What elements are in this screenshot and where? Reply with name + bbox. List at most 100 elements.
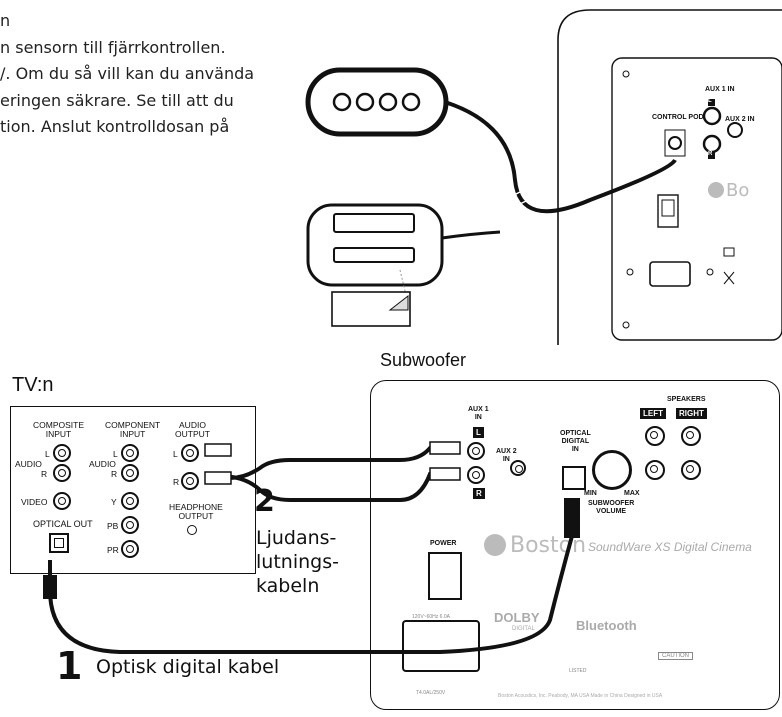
rca-plug [204,471,232,485]
aux1-r-jack [467,466,485,484]
audio-out-r-label: R [173,477,180,487]
min-label: MIN [584,490,597,497]
subwoofer-outline [557,9,782,345]
y-jack [121,492,139,510]
pb-jack [121,516,139,534]
step-2-number: 2 [254,484,275,519]
audio-cable-label-line: lutnings- [256,551,339,573]
video-label: VIDEO [21,497,48,507]
intro-line: n [0,11,11,30]
audio-cable-label-line: Ljudans- [256,527,337,549]
audio-out-l-label: L [173,449,178,459]
pr-jack [121,540,139,558]
component-input-label: COMPONENT INPUT [105,420,161,439]
footer-text: Boston Acoustics, Inc. Peabody, MA USA M… [498,693,663,699]
pod-cable [437,98,677,214]
composite-r-jack [53,464,71,482]
power-rating: 120V~60Hz 6.0A [412,614,450,620]
boston-logo-icon [708,182,724,198]
power-inlet [649,261,691,287]
composite-l-label: L [45,449,50,459]
control-pod-illustration [305,9,782,345]
boston-logo-icon [484,534,506,556]
max-label: MAX [624,490,640,497]
pb-label: PB [107,521,119,531]
pod-button-icon [401,92,421,112]
intro-line: /. Om du så vill kan du använda [0,64,255,83]
aux2-jack [510,460,526,476]
optical-out-port [49,533,69,553]
composite-input-label: COMPOSITE INPUT [33,420,85,439]
tv-rear-panel: COMPOSITE INPUT COMPONENT INPUT AUDIO OU… [10,406,256,574]
optical-plug [43,575,57,599]
rca-plug [429,441,461,455]
left-badge: LEFT [640,408,666,419]
control-pod-label: CONTROL POD [652,114,704,121]
speaker-right-neg-jack [681,460,701,480]
optical-in-port [562,466,586,490]
top-aux-r-label: R [708,151,713,157]
y-label: Y [111,497,117,507]
headphone-output-label: HEADPHONE OUTPUT [169,502,223,521]
speaker-right-pos-jack [681,426,701,446]
headphone-jack [187,525,197,535]
component-l-jack [121,444,139,462]
subwoofer-title: Subwoofer [380,350,467,370]
pod-button-icon [355,92,375,112]
aux1-l-jack [467,442,485,460]
screw-icon [622,70,630,78]
pr-label: PR [107,545,119,555]
listed-label: LISTED [569,668,587,674]
optical-digital-in-label: OPTICAL DIGITAL IN [560,430,591,453]
volume-knob [592,450,632,490]
speakers-label: SPEAKERS [667,396,706,403]
rca-cable [220,446,440,480]
top-aux1-label: AUX 1 IN [705,86,735,93]
aux2-label: AUX 2 IN [496,448,517,463]
audio-out-r-jack [181,472,199,490]
intro-line: n sensorn till fjärrkontrollen. [0,37,226,57]
product-name: SoundWare XS Digital Cinema [588,540,752,554]
dolby-sub: DIGITAL [512,626,535,632]
intro-line: eringen säkrare. Se till att du [0,90,234,110]
speaker-left-neg-jack [645,460,665,480]
optical-out-label: OPTICAL OUT [33,519,93,529]
audio-cable-label: Ljudans- lutnings- kabeln [256,526,339,598]
step-1-number: 1 [56,644,83,688]
top-aux-l-label: L [708,98,712,104]
composite-audio-label: AUDIO [15,459,42,469]
pod-button-icon [378,92,398,112]
power-label: POWER [430,540,457,547]
power-inlet [402,620,480,672]
top-brand-text: Bo [726,180,750,201]
component-audio-label: AUDIO [89,459,116,469]
optical-plug [564,498,580,538]
bluetooth-logo: Bluetooth [576,618,637,633]
caution-label: CAUTION [658,652,693,660]
pod-button-icon [332,92,352,112]
video-jack [53,492,71,510]
audio-output-label: AUDIO OUTPUT [175,420,210,439]
fuse-rating: T4.0AL/250V [416,690,446,696]
component-r-jack [121,464,139,482]
aux-l-badge: L [473,427,484,438]
audio-cable-label-line: kabeln [256,575,320,597]
intro-paragraph: n n sensorn till fjärrkontrollen. /. Om … [0,8,254,141]
rca-plug [429,467,461,481]
composite-l-jack [53,444,71,462]
screw-icon [622,321,630,329]
top-aux2-label: AUX 2 IN [725,116,755,123]
control-pod-top [305,67,449,137]
intro-line: tion. Anslut kontrolldosan på [0,117,230,136]
tv-title: TV:n [12,374,54,396]
aux1-label: AUX 1 IN [468,406,489,421]
composite-r-label: R [41,469,48,479]
control-pod-jack [664,129,686,157]
aux-r-badge: R [473,488,485,499]
dolby-logo: DOLBY [494,610,540,625]
right-badge: RIGHT [676,408,707,419]
aux1-l-jack [702,106,722,126]
optical-cable-label: Optisk digital kabel [96,656,280,678]
power-switch [428,552,462,600]
